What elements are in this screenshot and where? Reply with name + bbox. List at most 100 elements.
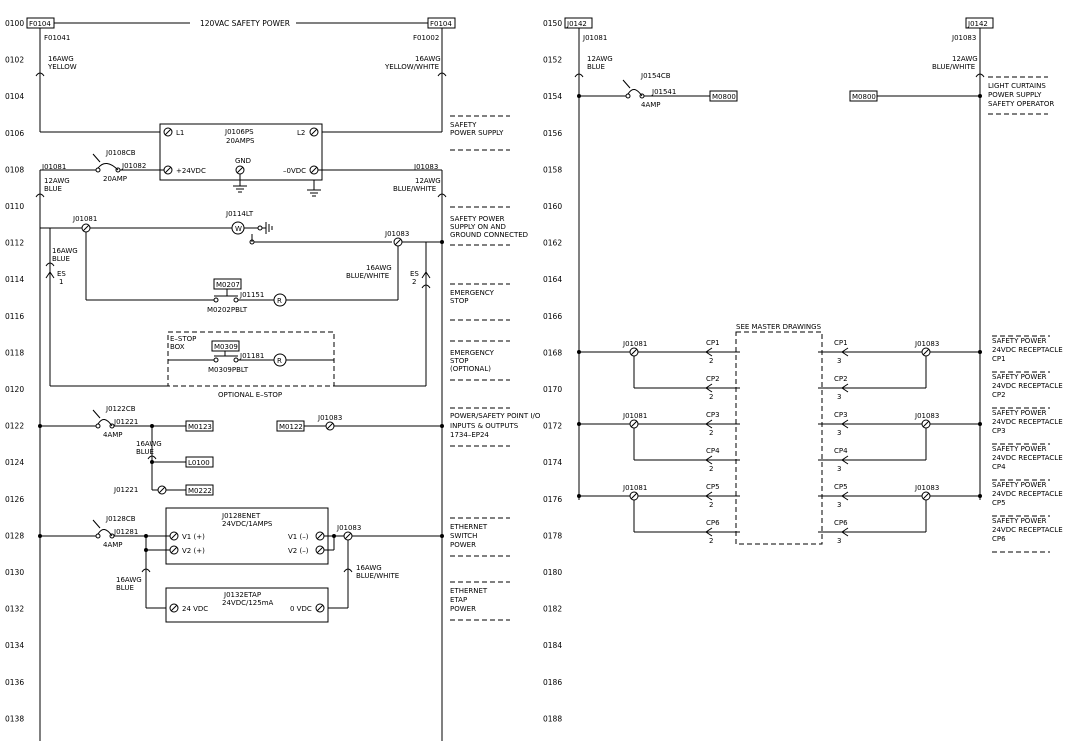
description: CP4 — [992, 463, 1006, 471]
description: POWER/SAFETY POINT I/O — [450, 412, 541, 420]
wire-j01081: J01081 — [582, 34, 607, 42]
description: STOP — [450, 297, 468, 305]
cp-pin-left: 2 — [709, 537, 713, 545]
wire-gauge-label: 16AWG — [415, 55, 441, 63]
rung-number: 0130 — [5, 568, 24, 577]
cp-pin-right: 3 — [837, 501, 841, 509]
cp-label-left: CP2 — [706, 375, 720, 383]
ps-0v-label: –0VDC — [283, 167, 306, 175]
diagram-title: 120VAC SAFETY POWER — [200, 19, 290, 28]
wire-j01541: J01541 — [651, 88, 676, 96]
wire-color-label: YELLOW — [47, 63, 77, 71]
wire-j01082: J01082 — [121, 162, 146, 170]
wire-f01002: F01002 — [413, 34, 439, 42]
enet-v2n: V2 (–) — [288, 547, 309, 555]
description: EMERGENCY — [450, 349, 495, 357]
wire-jumper-left: J01081 — [622, 340, 647, 348]
wire-jumper-left: J01081 — [622, 412, 647, 420]
wire-gauge-label: 16AWG — [48, 55, 74, 63]
lamp-color: W — [235, 225, 242, 233]
wire-color-label: BLUE/WHITE — [932, 63, 975, 71]
cp-pin-left: 2 — [709, 429, 713, 437]
description: SAFETY POWER — [992, 517, 1047, 525]
ps-gnd-label: GND — [235, 157, 251, 165]
cp-pin-right: 3 — [837, 465, 841, 473]
ref-box-m0222 — [185, 484, 214, 496]
estop-box-label: BOX — [170, 343, 185, 351]
description: CP2 — [992, 391, 1006, 399]
rung-number: 0134 — [5, 641, 24, 650]
wire-gauge-label: 12AWG — [415, 177, 441, 185]
breaker-rating: 20AMP — [103, 175, 127, 183]
wire-color-label: BLUE — [52, 255, 70, 263]
es2-label: ES — [410, 270, 419, 278]
rung-number: 0172 — [543, 422, 562, 431]
see-master-drawings: SEE MASTER DRAWINGS — [736, 323, 822, 331]
breaker-rating: 4AMP — [103, 541, 123, 549]
rung-number: 0174 — [543, 458, 562, 467]
description: CP6 — [992, 535, 1006, 543]
cp-pin-left: 2 — [709, 501, 713, 509]
ref-box-m0123 — [185, 420, 214, 432]
cp-label-left: CP3 — [706, 411, 720, 419]
description: POWER SUPPLY — [450, 129, 504, 137]
rung-number: 0114 — [5, 275, 24, 284]
description: SAFETY POWER — [450, 215, 505, 223]
rung-number: 0170 — [543, 385, 562, 394]
es2-number: 2 — [412, 278, 416, 286]
wire-color-label: BLUE/WHITE — [356, 572, 399, 580]
wire-color-label: BLUE — [44, 185, 62, 193]
rung-number: 0110 — [5, 202, 24, 211]
rung-number: 0188 — [543, 714, 562, 723]
enet-rating: 24VDC/1AMPS — [222, 520, 273, 528]
rung-number: 0138 — [5, 714, 24, 723]
rung-numbers-left: 0100010201040106010801100112011401160118… — [5, 19, 24, 723]
left-ladder: F0104 F0104 120VAC SAFETY POWER F01041 F… — [26, 17, 456, 741]
description: CP3 — [992, 427, 1006, 435]
description: 24VDC RECEPTACLE — [992, 418, 1063, 426]
description: CP5 — [992, 499, 1006, 507]
ps-l1-label: L1 — [176, 129, 184, 137]
breaker-rating: 4AMP — [103, 431, 123, 439]
ref-f0104-right: F0104 — [430, 20, 452, 28]
wire-j01083: J01083 — [317, 414, 342, 422]
cp-pin-right: 3 — [837, 429, 841, 437]
wire-gauge-label: 12AWG — [952, 55, 978, 63]
ref-box-l0100 — [185, 456, 214, 468]
wire-j01221: J01221 — [113, 486, 138, 494]
wire-f01041: F01041 — [44, 34, 70, 42]
ref-m0207: M0207 — [216, 281, 240, 289]
ref-m0123: M0123 — [188, 423, 212, 431]
wire-j01151: J01151 — [239, 291, 264, 299]
ps-amps: 20AMPS — [226, 137, 255, 145]
master-drawings-box — [735, 331, 823, 545]
ref-box-m0800-a — [709, 90, 738, 102]
optional-estop-caption: OPTIONAL E–STOP — [218, 391, 282, 399]
ref-m0122: M0122 — [279, 423, 303, 431]
etap-0v: 0 VDC — [290, 605, 312, 613]
wire-gauge-label: 16AWG — [116, 576, 142, 584]
etap-24v: 24 VDC — [182, 605, 208, 613]
etap-rating: 24VDC/125mA — [222, 599, 274, 607]
rung-number: 0182 — [543, 605, 562, 614]
es1-label: ES — [57, 270, 66, 278]
cp-label-right: CP2 — [834, 375, 848, 383]
enet-v1n: V1 (–) — [288, 533, 309, 541]
wire-color-label: BLUE — [116, 584, 134, 592]
wire-color-label: BLUE/WHITE — [393, 185, 436, 193]
description: 24VDC RECEPTACLE — [992, 454, 1063, 462]
description: EMERGENCY — [450, 289, 495, 297]
description: POWER — [450, 541, 476, 549]
rung-number: 0154 — [543, 92, 562, 101]
rung-number: 0166 — [543, 312, 562, 321]
cp-label-left: CP6 — [706, 519, 720, 527]
rung-number: 0160 — [543, 202, 562, 211]
cp-label-left: CP5 — [706, 483, 720, 491]
pushbutton-m0309pblt: M0309PBLT — [208, 366, 249, 374]
description: 24VDC RECEPTACLE — [992, 346, 1063, 354]
wire-jumper-right: J01083 — [914, 340, 939, 348]
